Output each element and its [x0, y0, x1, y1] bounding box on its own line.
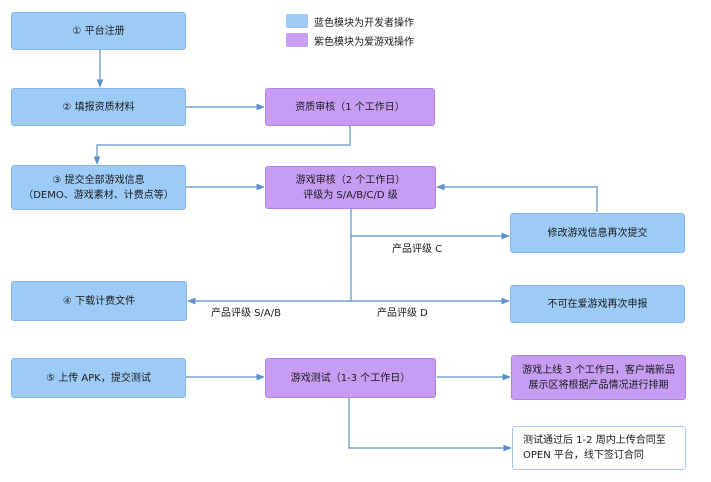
edge-label-rating-d: 产品评级 D — [377, 308, 428, 319]
arrow-qualification-to-submit — [93, 126, 351, 165]
review-launch: 游戏上线 3 个工作日，客户端新品 展示区将根据产品情况进行排期 — [511, 355, 686, 400]
step-submit-game-info: ③ 提交全部游戏信息 （DEMO、游戏素材、计费点等） — [11, 165, 186, 210]
edge-label-rating-sab: 产品评级 S/A/B — [211, 308, 281, 319]
review-qualification-label: 资质审核（1 个工作日） — [295, 101, 405, 113]
step-download-billing: ④ 下载计费文件 — [11, 281, 187, 321]
outcome-contract-line2: OPEN 平台，线下签订合同 — [523, 450, 644, 461]
legend-blue-swatch — [286, 14, 308, 28]
step-download-billing-label: ④ 下载计费文件 — [62, 295, 136, 307]
legend-purple-swatch — [286, 33, 308, 47]
legend-purple-text: 紫色模块为爱游戏操作 — [314, 37, 414, 48]
step-upload-apk: ⑤ 上传 APK，提交测试 — [11, 358, 186, 398]
step-register-label: ① 平台注册 — [72, 25, 125, 37]
step-submit-line1: ③ 提交全部游戏信息 — [52, 174, 145, 186]
review-qualification: 资质审核（1 个工作日） — [265, 88, 435, 126]
review-game-test-label: 游戏测试（1-3 个工作日） — [290, 372, 411, 384]
outcome-contract: 测试通过后 1-2 周内上传合同至 OPEN 平台，线下签订合同 — [512, 426, 686, 470]
outcome-modify-resubmit: 修改游戏信息再次提交 — [510, 213, 685, 253]
outcome-cannot-resubmit: 不可在爱游戏再次申报 — [510, 285, 685, 323]
step-submit-line2: （DEMO、游戏素材、计费点等） — [23, 189, 174, 201]
review-game: 游戏审核（2 个工作日） 评级为 S/A/B/C/D 级 — [265, 166, 436, 209]
arrow-test-to-contract — [348, 398, 512, 452]
outcome-contract-line1: 测试通过后 1-2 周内上传合同至 — [523, 435, 666, 446]
review-launch-line1: 游戏上线 3 个工作日，客户端新品 — [522, 364, 675, 376]
outcome-modify-resubmit-label: 修改游戏信息再次提交 — [547, 227, 648, 239]
review-game-line2: 评级为 S/A/B/C/D 级 — [303, 189, 398, 201]
step-fill-materials-label: ② 填报资质材料 — [62, 101, 135, 113]
step-upload-apk-label: ⑤ 上传 APK，提交测试 — [46, 372, 151, 384]
step-register: ① 平台注册 — [11, 12, 186, 50]
step-fill-materials: ② 填报资质材料 — [11, 88, 186, 126]
review-game-line1: 游戏审核（2 个工作日） — [295, 174, 406, 186]
review-game-test: 游戏测试（1-3 个工作日） — [265, 358, 436, 398]
edge-label-rating-c: 产品评级 C — [392, 244, 443, 255]
review-launch-line2: 展示区将根据产品情况进行排期 — [528, 379, 669, 391]
arrow-modify-to-review — [436, 183, 598, 212]
legend-blue-text: 蓝色模块为开发者操作 — [314, 18, 414, 29]
outcome-cannot-resubmit-label: 不可在爱游戏再次申报 — [547, 298, 648, 310]
